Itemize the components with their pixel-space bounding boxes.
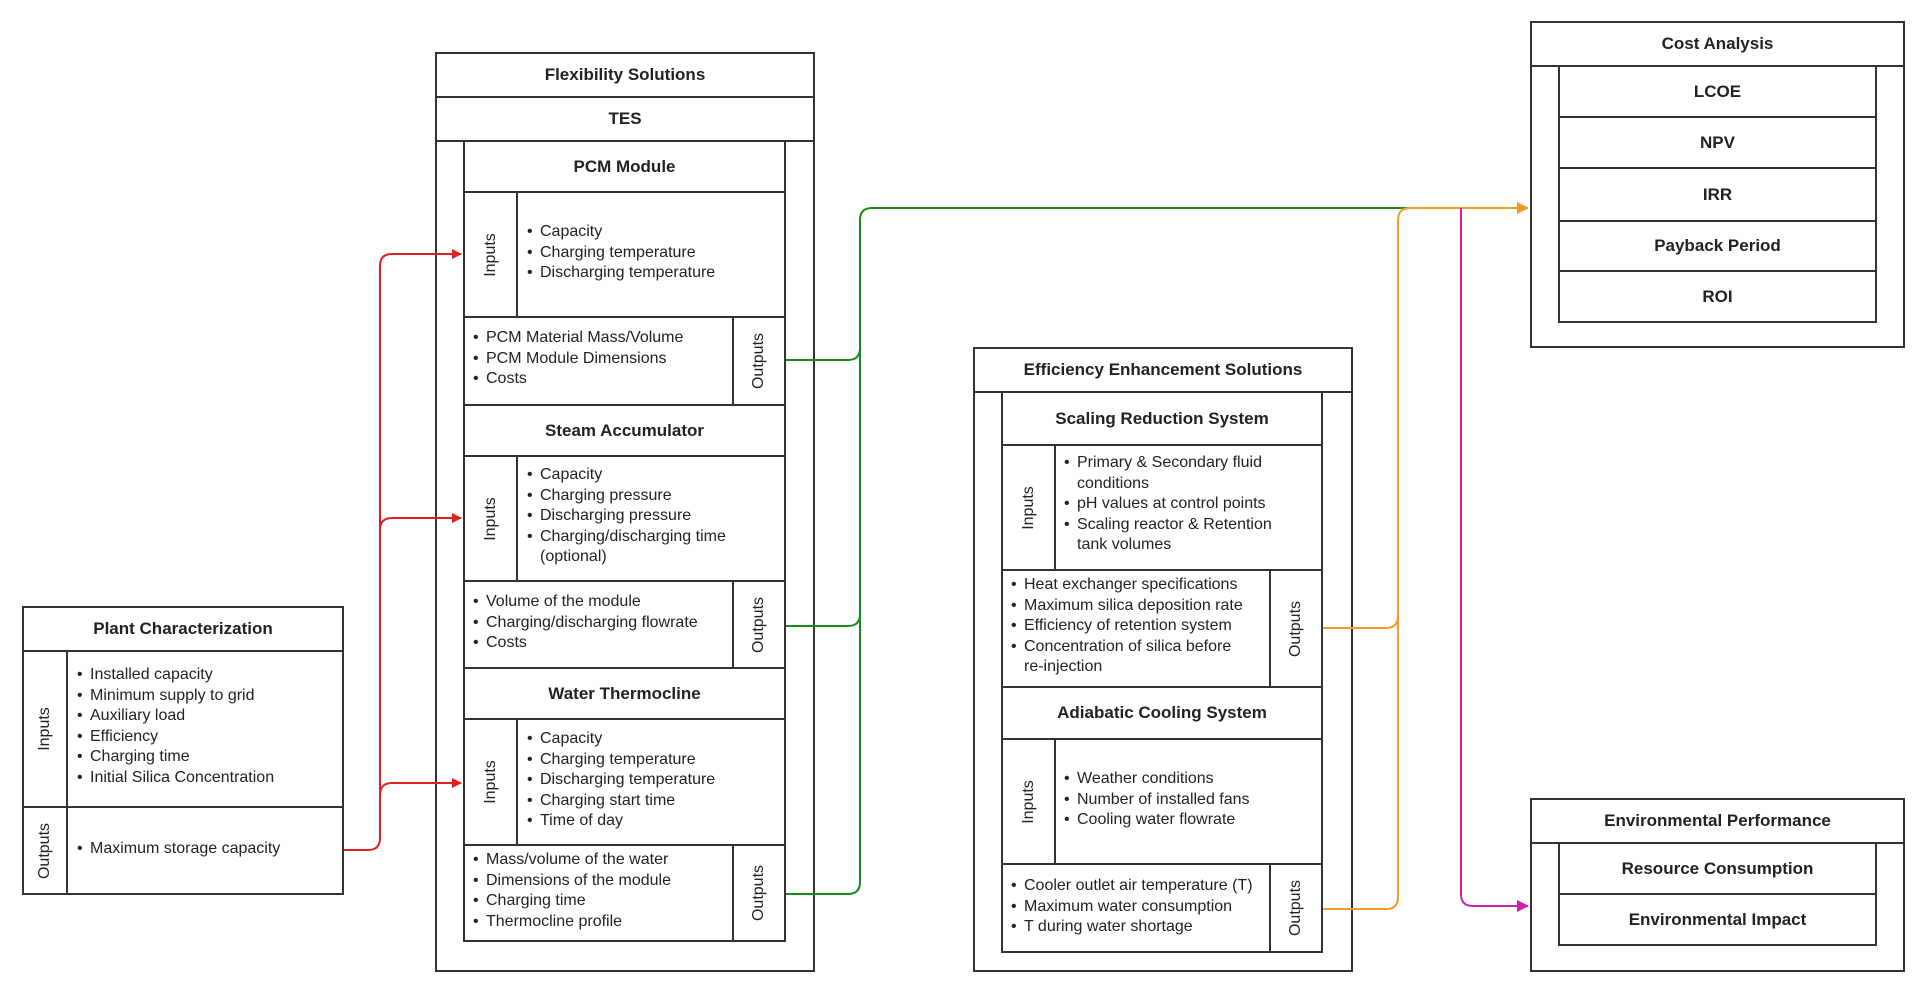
list-item: Scaling reactor & Retention <box>1064 515 1320 536</box>
scaling-inputs-label: Inputs <box>1001 444 1056 571</box>
list-item: Installed capacity <box>77 665 337 686</box>
pcm-outputs-list: PCM Material Mass/Volume PCM Module Dime… <box>473 328 731 390</box>
plant-inputs-list: Installed capacity Minimum supply to gri… <box>77 665 337 788</box>
list-item: Charging start time <box>527 791 782 812</box>
list-item: Capacity <box>527 465 782 486</box>
list-item: Charging temperature <box>527 750 782 771</box>
list-item: T during water shortage <box>1011 917 1273 938</box>
list-item: Costs <box>473 369 731 390</box>
orange-line-from-cooling <box>1323 202 1529 910</box>
plant-outputs-list: Maximum storage capacity <box>77 839 337 860</box>
list-item: Capacity <box>527 222 782 243</box>
environmental-performance-title: Environmental Performance <box>1530 798 1905 844</box>
list-item: Costs <box>473 633 731 654</box>
list-item: PCM Module Dimensions <box>473 349 731 370</box>
pcm-inputs-label: Inputs <box>463 191 518 318</box>
list-item: Cooler outlet air temperature (T) <box>1011 876 1273 897</box>
plant-inputs-label: Inputs <box>22 650 68 808</box>
cost-item-payback-period: Payback Period <box>1558 220 1877 272</box>
list-item: Capacity <box>527 729 782 750</box>
list-item: Initial Silica Concentration <box>77 768 337 789</box>
list-item: Efficiency of retention system <box>1011 616 1273 637</box>
steam-outputs-label: Outputs <box>732 580 786 669</box>
magenta-arrow-to-environment <box>1460 208 1529 912</box>
list-item: Primary & Secondary fluid <box>1064 453 1320 474</box>
list-item: Charging/discharging time <box>527 527 782 548</box>
list-item: Maximum storage capacity <box>77 839 337 860</box>
efficiency-solutions-title: Efficiency Enhancement Solutions <box>973 347 1353 393</box>
cooling-inputs-label: Inputs <box>1001 738 1056 865</box>
adiabatic-cooling-title: Adiabatic Cooling System <box>1001 686 1323 740</box>
list-item: Cooling water flowrate <box>1064 810 1320 831</box>
plant-characterization-title: Plant Characterization <box>22 606 344 652</box>
list-item: Maximum silica deposition rate <box>1011 596 1273 617</box>
water-thermocline-title: Water Thermocline <box>463 667 786 720</box>
list-item: PCM Material Mass/Volume <box>473 328 731 349</box>
env-item-environmental-impact: Environmental Impact <box>1558 893 1877 946</box>
list-item: pH values at control points <box>1064 494 1320 515</box>
scaling-inputs-list: Primary & Secondary fluid conditions pH … <box>1064 453 1320 556</box>
tes-header: TES <box>435 96 815 142</box>
scaling-reduction-title: Scaling Reduction System <box>1001 391 1323 446</box>
steam-inputs-label: Inputs <box>463 455 518 582</box>
cooling-outputs-list: Cooler outlet air temperature (T) Maximu… <box>1011 876 1273 938</box>
efficiency-to-cost-connector <box>1323 202 1529 910</box>
list-item: Charging/discharging flowrate <box>473 613 731 634</box>
list-item: Dimensions of the module <box>473 871 731 892</box>
list-item-continuation: re-injection <box>1024 658 1103 675</box>
list-item: Thermocline profile <box>473 912 731 933</box>
cost-item-roi: ROI <box>1558 270 1877 323</box>
water-outputs-list: Mass/volume of the water Dimensions of t… <box>473 850 731 932</box>
list-item: Auxiliary load <box>77 706 337 727</box>
steam-accumulator-title: Steam Accumulator <box>463 404 786 457</box>
water-outputs-label: Outputs <box>732 844 786 942</box>
list-item: Charging time <box>77 747 337 768</box>
water-inputs-label: Inputs <box>463 718 518 846</box>
pcm-inputs-list: Capacity Charging temperature Dischargin… <box>527 222 782 284</box>
list-item: Mass/volume of the water <box>473 850 731 871</box>
pcm-module-title: PCM Module <box>463 140 786 193</box>
list-item: Time of day <box>527 811 782 832</box>
water-inputs-list: Capacity Charging temperature Dischargin… <box>527 729 782 832</box>
list-item: Maximum water consumption <box>1011 897 1273 918</box>
list-item: Heat exchanger specifications <box>1011 575 1273 596</box>
list-item-continuation: (optional) <box>540 548 607 565</box>
to-environment-connector <box>1460 208 1529 912</box>
list-item-continuation: conditions <box>1077 474 1150 492</box>
env-item-resource-consumption: Resource Consumption <box>1558 842 1877 895</box>
list-item-continuation: tank volumes <box>1077 536 1172 553</box>
steam-inputs-list: Capacity Charging pressure Discharging p… <box>527 465 782 568</box>
cost-item-npv: NPV <box>1558 116 1877 169</box>
steam-outputs-list: Volume of the module Charging/dischargin… <box>473 592 731 654</box>
list-item: Charging pressure <box>527 486 782 507</box>
scaling-outputs-list: Heat exchanger specifications Maximum si… <box>1011 575 1273 678</box>
cost-item-lcoe: LCOE <box>1558 65 1877 118</box>
list-item: Number of installed fans <box>1064 790 1320 811</box>
list-item: Minimum supply to grid <box>77 686 337 707</box>
list-item: Discharging pressure <box>527 506 782 527</box>
cooling-inputs-list: Weather conditions Number of installed f… <box>1064 769 1320 831</box>
list-item: Charging time <box>473 891 731 912</box>
flexibility-solutions-title: Flexibility Solutions <box>435 52 815 98</box>
list-item: Efficiency <box>77 727 337 748</box>
list-item: Volume of the module <box>473 592 731 613</box>
plant-outputs-label: Outputs <box>22 806 68 895</box>
cost-analysis-title: Cost Analysis <box>1530 21 1905 67</box>
list-item: Weather conditions <box>1064 769 1320 790</box>
scaling-outputs-label: Outputs <box>1269 569 1323 688</box>
list-item: Discharging temperature <box>527 770 782 791</box>
cooling-outputs-label: Outputs <box>1269 863 1323 953</box>
list-item: Concentration of silica before <box>1011 637 1273 658</box>
cost-item-irr: IRR <box>1558 167 1877 222</box>
list-item: Charging temperature <box>527 243 782 264</box>
list-item: Discharging temperature <box>527 263 782 284</box>
pcm-outputs-label: Outputs <box>732 316 786 406</box>
